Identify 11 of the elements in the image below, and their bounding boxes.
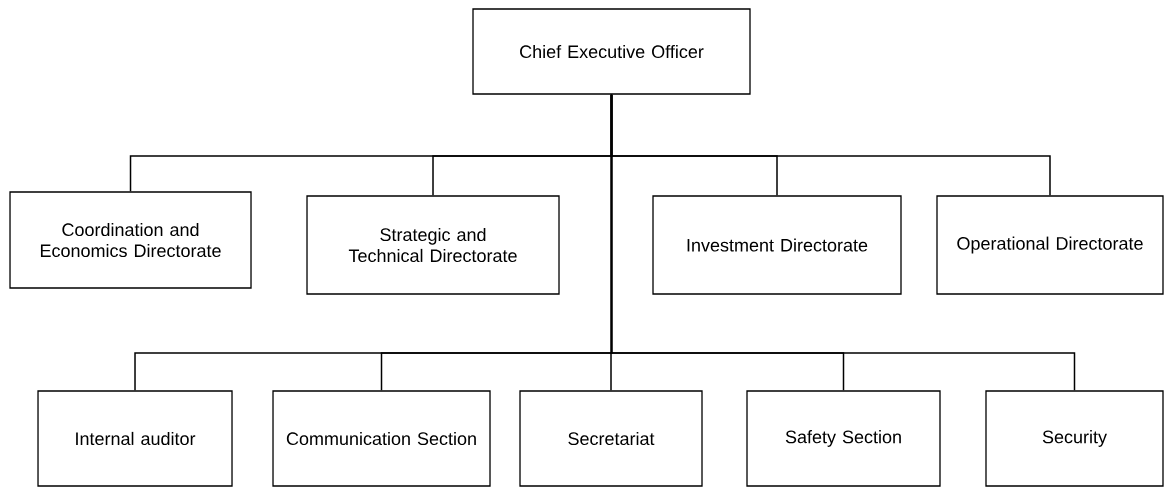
position-box: Security xyxy=(985,390,1164,487)
position-box: Safety Section xyxy=(746,390,941,487)
position-box: Secretariat xyxy=(519,390,703,487)
position-box: Internal auditor xyxy=(37,390,233,487)
position-box: Operational Directorate xyxy=(936,195,1164,295)
position-box: Communication Section xyxy=(272,390,491,487)
position-box: Coordination and Economics Directorate xyxy=(9,191,252,289)
connector xyxy=(610,93,1076,392)
position-box: Strategic and Technical Directorate xyxy=(306,195,560,295)
position-box: Chief Executive Officer xyxy=(472,8,751,95)
position-box: Investment Directorate xyxy=(652,195,902,295)
